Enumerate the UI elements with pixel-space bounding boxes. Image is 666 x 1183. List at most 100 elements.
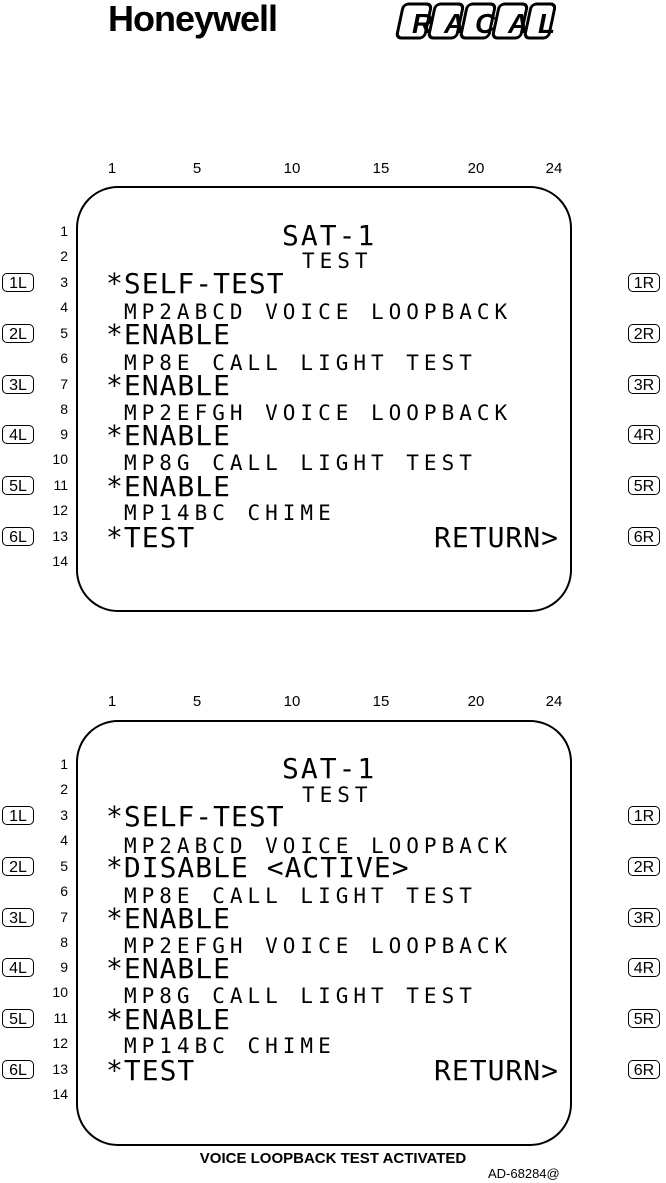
honeywell-logo: Honeywell [108, 0, 278, 39]
lsk-2l-button[interactable]: 2L [2, 857, 34, 876]
call-light-8e-option[interactable]: *ENABLE [106, 369, 232, 402]
svg-text:L: L [538, 8, 555, 39]
racal-logo: R A C A L [395, 2, 556, 40]
row-number: 5 [60, 858, 68, 874]
lsk-6r-button[interactable]: 6R [628, 527, 660, 546]
self-test-option[interactable]: *SELF-TEST [106, 267, 285, 300]
row-number: 4 [60, 299, 68, 315]
row-number: 10 [52, 984, 68, 1000]
option-label: MP8E CALL LIGHT TEST [124, 351, 477, 375]
lsk-5l-button[interactable]: 5L [2, 476, 34, 495]
row-number: 3 [60, 807, 68, 823]
lsk-1l-button[interactable]: 1L [2, 273, 34, 292]
lsk-4l-button[interactable]: 4L [2, 425, 34, 444]
lsk-5r-button[interactable]: 5R [628, 476, 660, 495]
lsk-2l-button[interactable]: 2L [2, 324, 34, 343]
row-number: 12 [52, 1035, 68, 1051]
row-number: 14 [52, 553, 68, 569]
row-number: 11 [53, 477, 68, 493]
call-light-8e-option[interactable]: *ENABLE [106, 902, 232, 935]
lsk-6l-button[interactable]: 6L [2, 1060, 34, 1079]
row-number: 8 [60, 934, 68, 950]
lsk-5l-button[interactable]: 5L [2, 1009, 34, 1028]
voice-loopback-abcd-option[interactable]: *DISABLE <ACTIVE> [106, 851, 410, 884]
option-label: MP8E CALL LIGHT TEST [124, 884, 477, 908]
column-number: 1 [107, 693, 117, 710]
voice-loopback-efgh-option[interactable]: *ENABLE [106, 952, 232, 985]
row-number: 2 [60, 781, 68, 797]
column-number: 5 [192, 160, 202, 177]
lsk-4r-button[interactable]: 4R [628, 425, 660, 444]
lsk-2r-button[interactable]: 2R [628, 324, 660, 343]
row-number: 9 [60, 426, 68, 442]
option-label: MP8G CALL LIGHT TEST [124, 984, 477, 1008]
lsk-1l-button[interactable]: 1L [2, 806, 34, 825]
call-light-8g-option[interactable]: *ENABLE [106, 470, 232, 503]
chime-test-option[interactable]: *TEST [106, 521, 196, 554]
lsk-5r-button[interactable]: 5R [628, 1009, 660, 1028]
lsk-6l-button[interactable]: 6L [2, 527, 34, 546]
voice-loopback-abcd-option[interactable]: *ENABLE [106, 318, 232, 351]
lsk-6r-button[interactable]: 6R [628, 1060, 660, 1079]
lsk-3l-button[interactable]: 3L [2, 908, 34, 927]
lsk-4l-button[interactable]: 4L [2, 958, 34, 977]
row-number: 13 [52, 1061, 68, 1077]
column-number: 24 [545, 160, 563, 177]
row-number: 7 [60, 376, 68, 392]
option-label: MP2ABCD VOICE LOOPBACK [124, 834, 513, 858]
column-number: 24 [545, 693, 563, 710]
option-label: MP8G CALL LIGHT TEST [124, 451, 477, 475]
page-title: SAT-1 [282, 752, 377, 785]
column-number: 10 [283, 693, 301, 710]
row-number: 1 [60, 756, 68, 772]
document-id: AD-68284@ [488, 1166, 560, 1181]
row-number: 13 [52, 528, 68, 544]
column-number: 10 [283, 160, 301, 177]
row-number: 7 [60, 909, 68, 925]
option-label: MP2EFGH VOICE LOOPBACK [124, 401, 513, 425]
row-number: 10 [52, 451, 68, 467]
svg-text:A: A [507, 8, 528, 39]
row-number: 6 [60, 350, 68, 366]
page-title: SAT-1 [282, 219, 377, 252]
row-number: 1 [60, 223, 68, 239]
svg-text:A: A [443, 8, 464, 39]
row-number: 4 [60, 832, 68, 848]
row-number: 12 [52, 502, 68, 518]
svg-text:C: C [475, 8, 496, 39]
lsk-3r-button[interactable]: 3R [628, 375, 660, 394]
lsk-3r-button[interactable]: 3R [628, 908, 660, 927]
option-label: MP14BC CHIME [124, 1034, 336, 1058]
column-number: 20 [467, 160, 485, 177]
column-number: 5 [192, 693, 202, 710]
figure-caption: VOICE LOOPBACK TEST ACTIVATED [199, 1150, 467, 1167]
option-label: MP2EFGH VOICE LOOPBACK [124, 934, 513, 958]
row-number: 14 [52, 1086, 68, 1102]
lsk-2r-button[interactable]: 2R [628, 857, 660, 876]
chime-test-option[interactable]: *TEST [106, 1054, 196, 1087]
call-light-8g-option[interactable]: *ENABLE [106, 1003, 232, 1036]
row-number: 3 [60, 274, 68, 290]
lsk-1r-button[interactable]: 1R [628, 273, 660, 292]
row-number: 6 [60, 883, 68, 899]
cdu-screen-1 [76, 186, 572, 612]
svg-text:R: R [412, 8, 433, 39]
row-number: 8 [60, 401, 68, 417]
lsk-3l-button[interactable]: 3L [2, 375, 34, 394]
row-number: 9 [60, 959, 68, 975]
lsk-1r-button[interactable]: 1R [628, 806, 660, 825]
self-test-option[interactable]: *SELF-TEST [106, 800, 285, 833]
column-number: 1 [107, 160, 117, 177]
page-subtitle: TEST [302, 249, 373, 273]
option-label: MP2ABCD VOICE LOOPBACK [124, 300, 513, 324]
voice-loopback-efgh-option[interactable]: *ENABLE [106, 419, 232, 452]
lsk-4r-button[interactable]: 4R [628, 958, 660, 977]
row-number: 5 [60, 325, 68, 341]
return-option[interactable]: RETURN> [434, 1054, 560, 1087]
return-option[interactable]: RETURN> [434, 521, 560, 554]
cdu-screen-2 [76, 720, 572, 1146]
page-subtitle: TEST [302, 783, 373, 807]
column-number: 15 [372, 693, 390, 710]
row-number: 11 [53, 1010, 68, 1026]
column-number: 15 [372, 160, 390, 177]
